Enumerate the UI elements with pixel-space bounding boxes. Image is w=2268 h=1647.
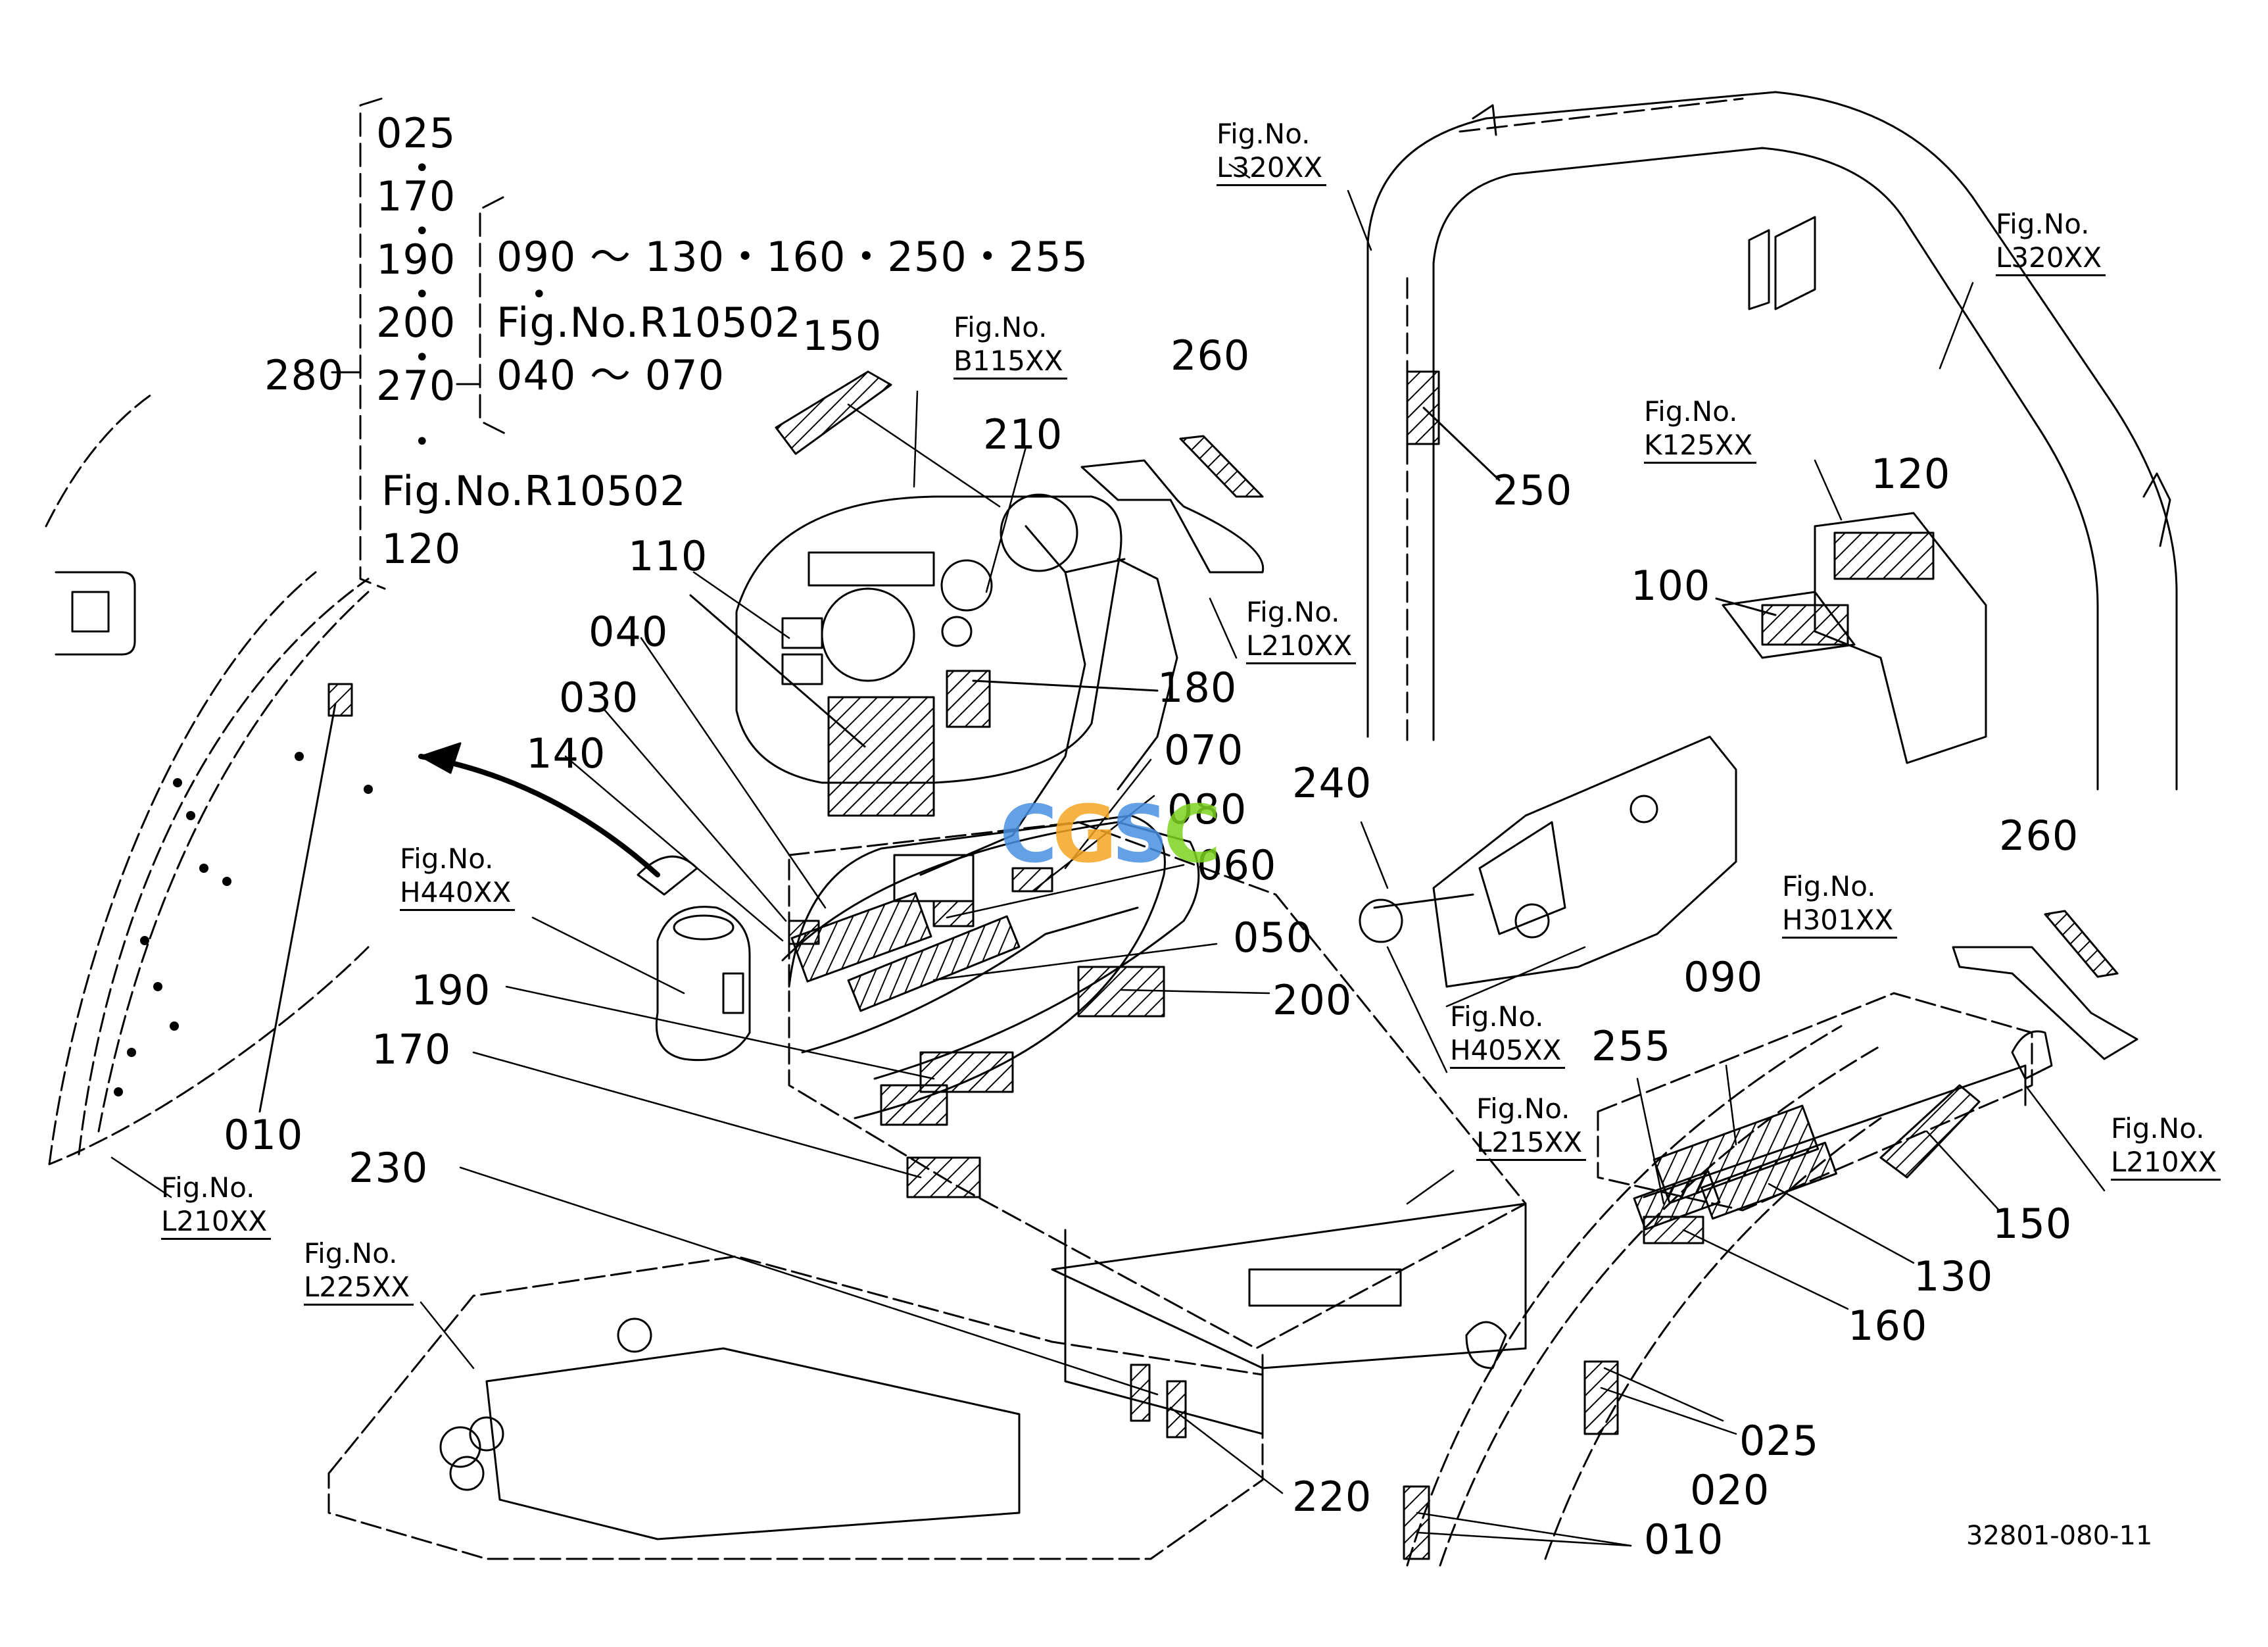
part-130: 130 — [1914, 1252, 1994, 1300]
decal-200 — [1077, 966, 1165, 1018]
group-item-190: 190 — [376, 235, 456, 283]
fig-ref-l210xx-left: Fig.No. L210XX — [161, 1171, 272, 1241]
part-230: 230 — [349, 1144, 429, 1192]
part-110: 110 — [628, 532, 708, 580]
watermark-letter: S — [1111, 789, 1169, 881]
fig-ref-l320xx-top: Fig.No. L320XX — [1217, 117, 1327, 187]
fig-ref-l320xx-right: Fig.No. L320XX — [1996, 207, 2106, 277]
decal-040 — [790, 892, 932, 983]
part-090: 090 — [1683, 953, 1764, 1001]
handrail-260-left — [1080, 459, 1265, 574]
fig-ref-l210xx-center: Fig.No. L210XX — [1246, 595, 1357, 665]
part-020: 020 — [1690, 1466, 1770, 1514]
part-025: 025 — [1739, 1417, 1820, 1465]
part-140: 140 — [526, 729, 606, 777]
fig-ref-l215xx: Fig.No. L215XX — [1476, 1092, 1587, 1162]
part-010-right: 010 — [1644, 1515, 1724, 1563]
left-pillar — [637, 855, 751, 1062]
decal-260-right — [2044, 910, 2119, 978]
group-sub-fig-r10502: Fig.No.R10502 — [496, 299, 802, 347]
decal-120 — [1833, 531, 1935, 580]
decal-decal-panel — [827, 696, 935, 817]
dot-separator: • — [414, 153, 431, 184]
decal-170 — [906, 1156, 981, 1198]
handrail-260-right — [1952, 946, 2138, 1060]
part-255: 255 — [1591, 1022, 1672, 1070]
part-070: 070 — [1164, 726, 1244, 774]
part-180: 180 — [1157, 664, 1238, 712]
group-item-025: 025 — [376, 109, 456, 157]
part-160: 160 — [1848, 1302, 1928, 1350]
group-item-170: 170 — [376, 172, 456, 220]
side-console — [919, 525, 1178, 876]
lower-frame — [327, 1255, 1264, 1560]
part-260-right: 260 — [1999, 812, 2079, 860]
watermark-letter: G — [1052, 789, 1117, 881]
step-plate — [1597, 992, 2053, 1244]
figure-code: 32801-080-11 — [1966, 1521, 2153, 1551]
decal-160 — [1643, 1216, 1704, 1244]
decal-030 — [788, 920, 820, 945]
fender-handle — [55, 571, 136, 656]
part-170: 170 — [372, 1025, 452, 1073]
dot-separator: • — [414, 280, 431, 310]
group-item-200: 200 — [376, 299, 456, 347]
part-240: 240 — [1292, 759, 1372, 807]
hydraulic-valve — [1359, 735, 1737, 988]
left-fender — [45, 393, 370, 1166]
dot-separator: • — [414, 216, 431, 247]
decal-260-left — [1179, 435, 1264, 498]
fig-ref-h301xx: Fig.No. H301XX — [1782, 870, 1898, 939]
instrument-panel — [689, 493, 1159, 817]
part-200: 200 — [1272, 976, 1353, 1024]
part-010-left: 010 — [224, 1111, 304, 1159]
fuel-cover — [1715, 512, 1987, 764]
decal-130 — [1700, 1141, 1838, 1220]
group-sub-range-040: 040 ～ 070 — [496, 351, 725, 399]
group-item-270: 270 — [376, 362, 456, 410]
decal-150-left — [775, 370, 892, 455]
fig-ref-l225xx: Fig.No. L225XX — [304, 1237, 414, 1306]
rops-frame — [1366, 91, 2178, 791]
decal-020 — [1583, 1360, 1619, 1435]
decal-220 — [1130, 1364, 1151, 1422]
part-050: 050 — [1233, 914, 1313, 962]
part-100: 100 — [1631, 562, 1711, 610]
part-260-left: 260 — [1170, 332, 1251, 380]
part-060: 060 — [1197, 841, 1277, 889]
decal-100 — [1761, 604, 1849, 646]
dot-separator: • — [414, 427, 431, 457]
dot-separator: • — [414, 343, 431, 373]
part-250: 250 — [1493, 466, 1573, 514]
part-220: 220 — [1292, 1473, 1372, 1521]
fig-ref-h405xx: Fig.No. H405XX — [1450, 1000, 1566, 1069]
group-item-120: 120 — [381, 525, 462, 573]
part-210: 210 — [983, 410, 1063, 458]
watermark-letter: C — [1163, 789, 1221, 881]
group-sub-range: 090 ～ 130・160・250・255 — [496, 233, 1089, 281]
group-item-fig-r10502: Fig.No.R10502 — [381, 467, 687, 515]
dot-separator: • — [531, 280, 548, 310]
part-150-right: 150 — [1992, 1200, 2073, 1248]
part-120: 120 — [1871, 450, 1951, 498]
fig-ref-b115xx: Fig.No. B115XX — [953, 310, 1067, 380]
direction-arrow — [418, 754, 660, 877]
decal-010-left — [327, 683, 353, 717]
part-150-left: 150 — [802, 312, 882, 360]
decal-150-right — [1879, 1084, 1981, 1179]
watermark-letter: C — [1000, 789, 1057, 881]
part-080: 080 — [1167, 785, 1247, 833]
fig-ref-k125xx: Fig.No. K125XX — [1644, 395, 1757, 464]
fig-ref-l210xx-right: Fig.No. L210XX — [2111, 1112, 2221, 1181]
part-040: 040 — [589, 608, 669, 656]
watermark-logo: CGSC — [1000, 789, 1221, 881]
group-number-280: 280 — [264, 351, 345, 399]
part-190: 190 — [411, 966, 491, 1014]
leader-lines — [110, 163, 2106, 1547]
part-030: 030 — [559, 674, 639, 722]
decal-010-right — [1403, 1485, 1430, 1560]
group-bracket — [331, 97, 508, 590]
fig-ref-h440xx: Fig.No. H440XX — [400, 842, 516, 912]
